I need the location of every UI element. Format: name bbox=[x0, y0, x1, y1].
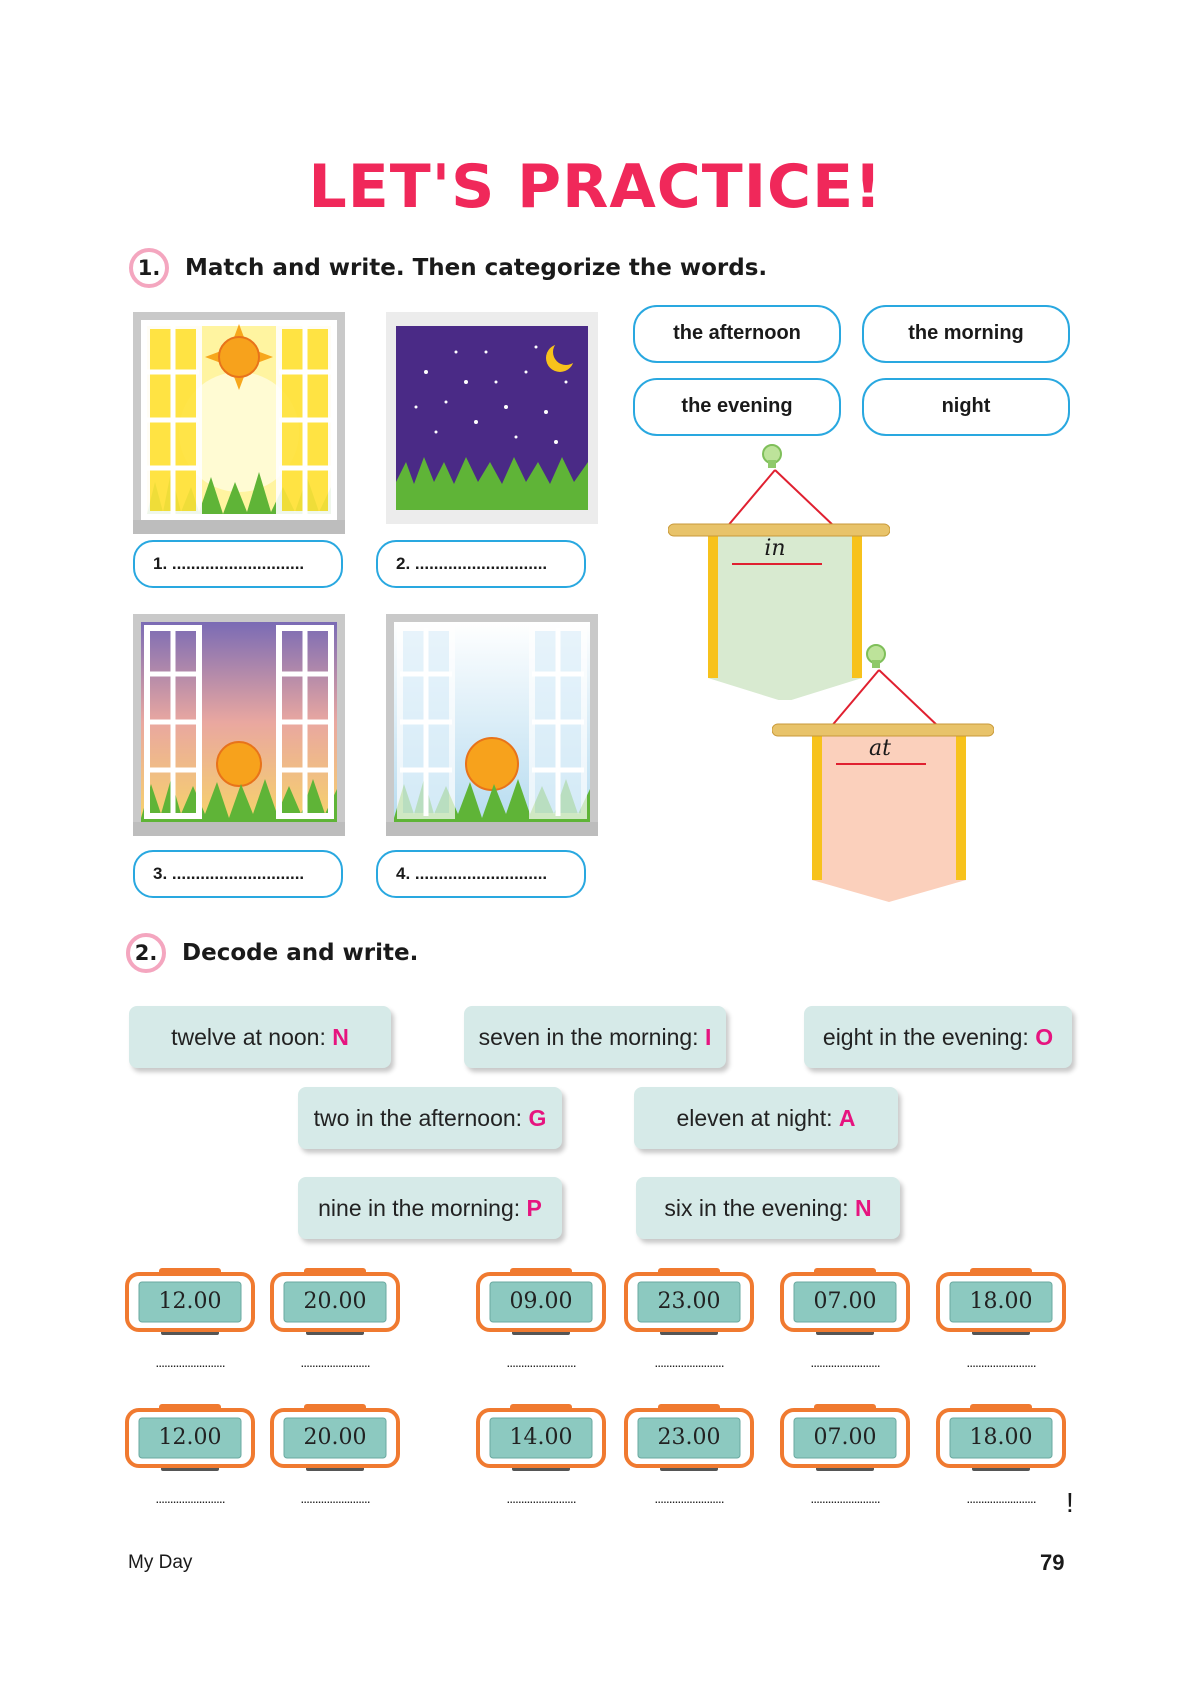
code-text: twelve at noon: bbox=[171, 1024, 333, 1050]
code-text: eight in the evening: bbox=[822, 1024, 1036, 1050]
clock-time: 23.00 bbox=[657, 1289, 721, 1314]
code-letter: P bbox=[526, 1195, 542, 1221]
code-text: nine in the morning: bbox=[318, 1195, 527, 1221]
window-picture-4 bbox=[386, 614, 598, 836]
clock-time: 23.00 bbox=[657, 1425, 721, 1450]
code-text: six in the evening: bbox=[664, 1195, 855, 1221]
page-number: 79 bbox=[1040, 1550, 1065, 1575]
banner-in bbox=[667, 440, 891, 702]
alarm-clock: 09.00 bbox=[476, 1268, 606, 1338]
clock-time: 07.00 bbox=[813, 1425, 877, 1450]
clock-time: 12.00 bbox=[158, 1289, 222, 1314]
alarm-clock: 12.00 bbox=[125, 1404, 255, 1474]
clock-time: 20.00 bbox=[303, 1425, 367, 1450]
alarm-clock: 20.00 bbox=[270, 1268, 400, 1338]
answer-blank[interactable]: ........................ bbox=[966, 1354, 1036, 1370]
answer-blank[interactable]: ........................ bbox=[810, 1490, 880, 1506]
alarm-clock: 18.00 bbox=[936, 1404, 1066, 1474]
word-the-morning[interactable]: the morning bbox=[862, 305, 1070, 363]
clock-time: 09.00 bbox=[509, 1289, 573, 1314]
alarm-clock: 07.00 bbox=[780, 1404, 910, 1474]
alarm-clock: 20.00 bbox=[270, 1404, 400, 1474]
word-the-afternoon[interactable]: the afternoon bbox=[633, 305, 841, 363]
code-letter: N bbox=[332, 1024, 349, 1050]
answer-blank[interactable]: ........................ bbox=[155, 1490, 225, 1506]
answer-blank[interactable]: ........................ bbox=[810, 1354, 880, 1370]
exercise-2-number: 2. bbox=[126, 933, 166, 973]
answer-blank[interactable]: ........................ bbox=[966, 1490, 1036, 1506]
alarm-clock: 07.00 bbox=[780, 1268, 910, 1338]
answer-blank[interactable]: ........................ bbox=[506, 1490, 576, 1506]
answer-box-4[interactable]: 4. ............................ bbox=[376, 850, 586, 898]
code-text: eleven at night: bbox=[676, 1105, 839, 1131]
code-letter: I bbox=[704, 1024, 712, 1050]
banner-at-label: at bbox=[869, 736, 891, 761]
code-letter: O bbox=[1035, 1024, 1054, 1050]
chapter-name: My Day bbox=[128, 1552, 193, 1573]
answer-blank[interactable]: ........................ bbox=[506, 1354, 576, 1370]
code-text: seven in the morning: bbox=[478, 1024, 705, 1050]
word-night[interactable]: night bbox=[862, 378, 1070, 436]
code-box: nine in the morning: P bbox=[298, 1177, 562, 1239]
page-title: LET'S PRACTICE! bbox=[308, 152, 883, 222]
exclamation-mark: ! bbox=[1066, 1487, 1074, 1518]
code-letter: G bbox=[528, 1105, 547, 1131]
answer-box-3[interactable]: 3. ............................ bbox=[133, 850, 343, 898]
window-picture-1 bbox=[133, 312, 345, 534]
exercise-1-number: 1. bbox=[129, 248, 169, 288]
answer-blank[interactable]: ........................ bbox=[300, 1490, 370, 1506]
code-box: eight in the evening: O bbox=[804, 1006, 1072, 1068]
alarm-clock: 12.00 bbox=[125, 1268, 255, 1338]
code-text: two in the afternoon: bbox=[313, 1105, 529, 1131]
code-box: twelve at noon: N bbox=[129, 1006, 391, 1068]
word-the-evening[interactable]: the evening bbox=[633, 378, 841, 436]
clock-time: 20.00 bbox=[303, 1289, 367, 1314]
exercise-1-instruction: Match and write. Then categorize the wor… bbox=[185, 255, 768, 281]
answer-box-1[interactable]: 1. ............................ bbox=[133, 540, 343, 588]
clock-time: 07.00 bbox=[813, 1289, 877, 1314]
code-box: eleven at night: A bbox=[634, 1087, 898, 1149]
answer-box-2[interactable]: 2. ............................ bbox=[376, 540, 586, 588]
answer-blank[interactable]: ........................ bbox=[155, 1354, 225, 1370]
clock-time: 12.00 bbox=[158, 1425, 222, 1450]
alarm-clock: 14.00 bbox=[476, 1404, 606, 1474]
answer-blank[interactable]: ........................ bbox=[300, 1354, 370, 1370]
clock-time: 14.00 bbox=[509, 1425, 573, 1450]
answer-blank[interactable]: ........................ bbox=[654, 1490, 724, 1506]
clock-time: 18.00 bbox=[969, 1289, 1033, 1314]
banner-in-label: in bbox=[764, 536, 786, 561]
clock-time: 18.00 bbox=[969, 1425, 1033, 1450]
code-letter: A bbox=[838, 1105, 856, 1131]
exercise-2-instruction: Decode and write. bbox=[182, 940, 419, 966]
alarm-clock: 18.00 bbox=[936, 1268, 1066, 1338]
window-picture-3 bbox=[133, 614, 345, 836]
answer-blank[interactable]: ........................ bbox=[654, 1354, 724, 1370]
code-box: two in the afternoon: G bbox=[298, 1087, 562, 1149]
code-box: seven in the morning: I bbox=[464, 1006, 726, 1068]
code-box: six in the evening: N bbox=[636, 1177, 900, 1239]
alarm-clock: 23.00 bbox=[624, 1268, 754, 1338]
night-picture-2 bbox=[386, 312, 598, 524]
alarm-clock: 23.00 bbox=[624, 1404, 754, 1474]
banner-at bbox=[771, 640, 995, 902]
code-letter: N bbox=[854, 1195, 872, 1221]
